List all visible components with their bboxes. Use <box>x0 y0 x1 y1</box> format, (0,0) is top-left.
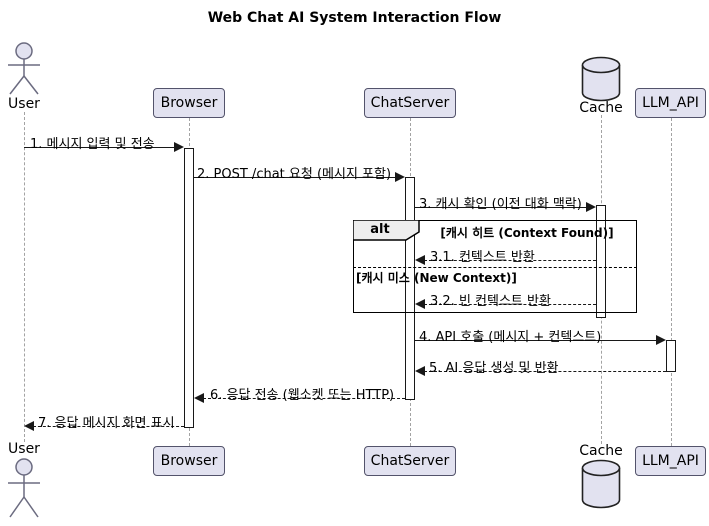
participant-browser-bottom-label: Browser <box>160 453 218 469</box>
lifeline-llm-api <box>671 118 672 446</box>
diagram-title: Web Chat AI System Interaction Flow <box>207 10 502 26</box>
message-1-arrowhead-icon <box>174 142 184 152</box>
message-2-label: 2. POST /chat 요청 (메시지 포함) <box>197 167 392 182</box>
message-5-line <box>424 371 666 372</box>
message-6-line <box>203 398 405 399</box>
participant-cache-bottom-label: Cache <box>579 443 623 459</box>
activation-bar-browser <box>184 148 194 428</box>
message-3-2-arrowhead-icon <box>415 299 425 309</box>
message-4-label: 4. API 호출 (메시지 + 컨텍스트) <box>419 330 602 345</box>
message-3-2-label: 3.2. 빈 컨텍스트 반환 <box>430 294 551 309</box>
alt-operator-pentagon <box>353 220 421 241</box>
participant-chatserver-top: ChatServer <box>364 88 456 118</box>
alt-guard-hit: [캐시 히트 (Context Found)] <box>440 226 614 240</box>
actor-icon-bottom <box>2 457 46 521</box>
participant-user-bottom-label: User <box>8 441 40 457</box>
message-2-line <box>194 177 398 178</box>
message-3-label: 3. 캐시 확인 (이전 대화 맥락) <box>419 197 582 212</box>
message-3-arrowhead-icon <box>586 202 596 212</box>
message-1-line <box>24 147 176 148</box>
actor-icon <box>2 42 46 98</box>
alt-divider <box>353 267 637 268</box>
activation-bar-chatserver <box>405 177 415 400</box>
message-4-line <box>415 340 659 341</box>
activation-bar-cache <box>596 205 606 318</box>
database-icon-bottom <box>581 459 621 511</box>
message-7-arrowhead-icon <box>24 421 34 431</box>
message-3-1-line <box>424 260 596 261</box>
message-7-label: 7. 응답 메시지 화면 표시 <box>38 416 175 431</box>
message-5-label: 5. AI 응답 생성 및 반환 <box>429 361 559 376</box>
participant-llm-api-label: LLM_API <box>642 95 699 111</box>
participant-browser-bottom: Browser <box>153 446 225 476</box>
participant-chatserver-bottom-label: ChatServer <box>370 453 450 469</box>
lifeline-user <box>24 112 25 442</box>
message-3-line <box>415 207 589 208</box>
participant-chatserver-bottom: ChatServer <box>364 446 456 476</box>
participant-llm-api-bottom-label: LLM_API <box>642 453 699 469</box>
database-icon <box>581 56 621 102</box>
alt-operator-label: alt <box>370 222 390 237</box>
message-4-arrowhead-icon <box>656 335 666 345</box>
participant-llm-api-bottom: LLM_API <box>635 446 706 476</box>
message-1-label: 1. 메시지 입력 및 전송 <box>30 137 155 152</box>
message-3-1-label: 3.1. 컨텍스트 반환 <box>430 250 535 265</box>
message-6-label: 6. 응답 전송 (웹소켓 또는 HTTP) <box>210 388 395 403</box>
alt-guard-miss: [캐시 미스 (New Context)] <box>356 271 517 285</box>
participant-user-top-label: User <box>8 96 40 112</box>
message-5-arrowhead-icon <box>415 366 425 376</box>
activation-bar-llm-api <box>666 340 676 372</box>
message-3-2-line <box>424 304 596 305</box>
participant-llm-api-top: LLM_API <box>635 88 706 118</box>
participant-browser-label: Browser <box>160 95 218 111</box>
participant-chatserver-label: ChatServer <box>370 95 450 111</box>
message-6-arrowhead-icon <box>194 393 204 403</box>
participant-cache-top-label: Cache <box>579 100 623 116</box>
message-2-arrowhead-icon <box>395 172 405 182</box>
participant-browser-top: Browser <box>153 88 225 118</box>
message-3-1-arrowhead-icon <box>415 255 425 265</box>
message-7-line <box>33 426 184 427</box>
